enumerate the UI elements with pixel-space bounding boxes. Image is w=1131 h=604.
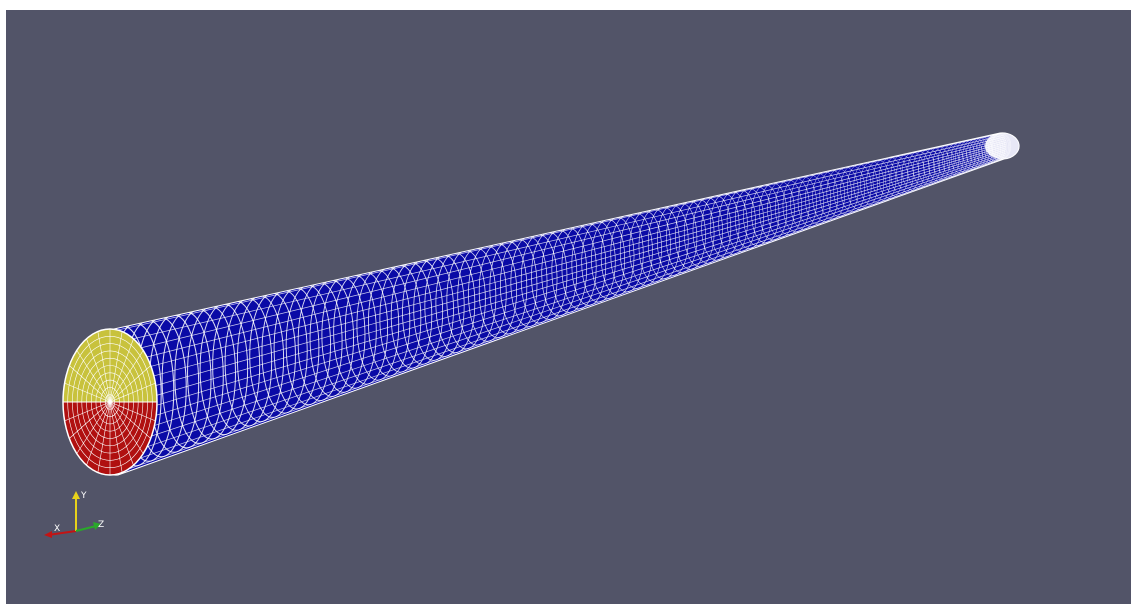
outlet-cap	[985, 133, 1019, 159]
cap-spoke	[64, 382, 111, 403]
mesh-line	[125, 134, 1005, 342]
cap-spoke	[109, 401, 151, 439]
x-axis-label: X	[54, 524, 60, 534]
y-axis-label: Y	[80, 491, 87, 501]
cap-spoke	[97, 401, 111, 473]
cap-spoke	[69, 365, 111, 403]
cap-spoke	[76, 350, 111, 403]
pipe-mesh	[62, 132, 1020, 476]
cap-spoke	[109, 331, 123, 403]
cap-spoke	[97, 331, 111, 403]
mesh-line	[115, 158, 1003, 474]
cap-spoke	[109, 338, 134, 403]
mesh-line	[128, 154, 1005, 454]
mesh-line	[130, 138, 1006, 362]
orientation-axes: X Y Z	[44, 491, 104, 538]
inlet-cap-rim	[62, 328, 158, 476]
x-axis-arrow	[47, 530, 77, 536]
render-viewport[interactable]: X Y Z	[6, 10, 1131, 604]
mesh-line	[130, 152, 1006, 444]
y-axis-arrowhead	[72, 491, 80, 499]
cap-spoke	[76, 401, 111, 454]
x-axis-arrowhead	[44, 531, 52, 538]
mesh-line	[128, 136, 1005, 352]
cap-spoke	[109, 365, 151, 403]
cap-spoke	[86, 338, 111, 403]
mesh-line	[133, 142, 1006, 382]
mesh-line	[125, 156, 1005, 464]
cap-spoke	[109, 401, 156, 422]
z-axis-arrow	[75, 525, 97, 532]
cap-spoke	[109, 401, 144, 454]
mesh-line	[132, 140, 1006, 372]
z-axis-arrowhead	[93, 522, 101, 530]
mesh-scene: X Y Z	[44, 132, 1020, 538]
mesh-line	[132, 151, 1006, 433]
mesh-line	[133, 147, 1007, 413]
mesh-line	[133, 145, 1007, 403]
cap-spoke	[86, 401, 111, 466]
cap-spoke	[109, 401, 134, 466]
cap-spoke	[109, 382, 156, 403]
cap-spoke	[64, 401, 111, 422]
inlet-cap-grid	[63, 329, 157, 475]
z-axis-label: Z	[98, 520, 104, 530]
cap-spoke	[109, 401, 123, 473]
cap-spoke	[69, 401, 111, 439]
cap-spoke	[109, 350, 144, 403]
mesh-line	[115, 132, 1003, 331]
mesh-line	[133, 143, 1007, 393]
mesh-line	[133, 149, 1006, 423]
